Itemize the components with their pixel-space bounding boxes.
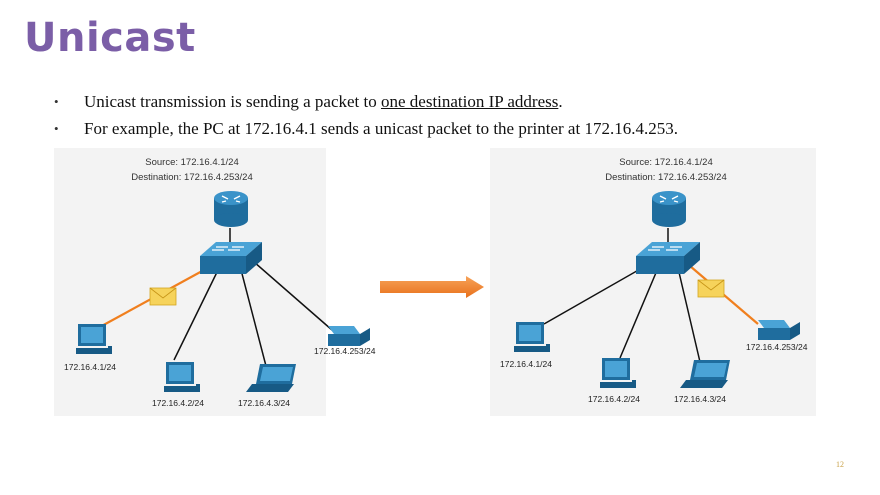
printer-icon [328, 326, 370, 346]
switch-icon [636, 242, 700, 274]
link-pc3 [677, 267, 701, 363]
host-label: 172.16.4.2/24 [588, 394, 640, 404]
envelope-icon [697, 279, 725, 298]
laptop-icon [680, 360, 730, 388]
host-label: 172.16.4.1/24 [500, 359, 552, 369]
host-label: 172.16.4.3/24 [674, 394, 726, 404]
bullet-item: • For example, the PC at 172.16.4.1 send… [54, 115, 678, 142]
source-label: Source: 172.16.4.1/24 [619, 157, 713, 168]
router-icon [652, 191, 686, 227]
envelope-icon [149, 287, 177, 306]
bullet-dot-icon: • [54, 121, 59, 136]
link-pc3 [239, 265, 267, 367]
destination-label: Destination: 172.16.4.253/24 [131, 172, 252, 183]
bullet-list: • Unicast transmission is sending a pack… [54, 88, 678, 142]
unicast-diagram-before: Source: 172.16.4.1/24 Destination: 172.1… [54, 148, 376, 416]
link-pc2 [173, 265, 221, 361]
unicast-diagram-after: Source: 172.16.4.1/24 Destination: 172.1… [490, 148, 816, 416]
destination-label: Destination: 172.16.4.253/24 [605, 172, 726, 183]
host-label: 172.16.4.1/24 [64, 362, 116, 372]
pc-icon [600, 358, 636, 388]
page-number: 12 [836, 460, 844, 469]
transition-arrow-icon [380, 276, 484, 298]
link-pc1 [543, 267, 643, 325]
bullet-dot-icon: • [54, 94, 59, 109]
switch-icon [200, 242, 262, 274]
router-icon [214, 191, 248, 227]
host-label: 172.16.4.3/24 [238, 398, 290, 408]
printer-icon [758, 320, 800, 340]
pc-icon [514, 322, 550, 352]
slide-title: Unicast [24, 15, 196, 61]
laptop-icon [246, 364, 296, 392]
bullet-item: • Unicast transmission is sending a pack… [54, 88, 678, 115]
pc-icon [76, 324, 112, 354]
source-label: Source: 172.16.4.1/24 [145, 157, 239, 168]
link-printer [253, 261, 333, 331]
pc-icon [164, 362, 200, 392]
host-label: 172.16.4.253/24 [746, 342, 808, 352]
host-label: 172.16.4.253/24 [314, 346, 376, 356]
link-pc2 [619, 267, 659, 359]
underlined-text: one destination IP address [380, 92, 559, 111]
host-label: 172.16.4.2/24 [152, 398, 204, 408]
